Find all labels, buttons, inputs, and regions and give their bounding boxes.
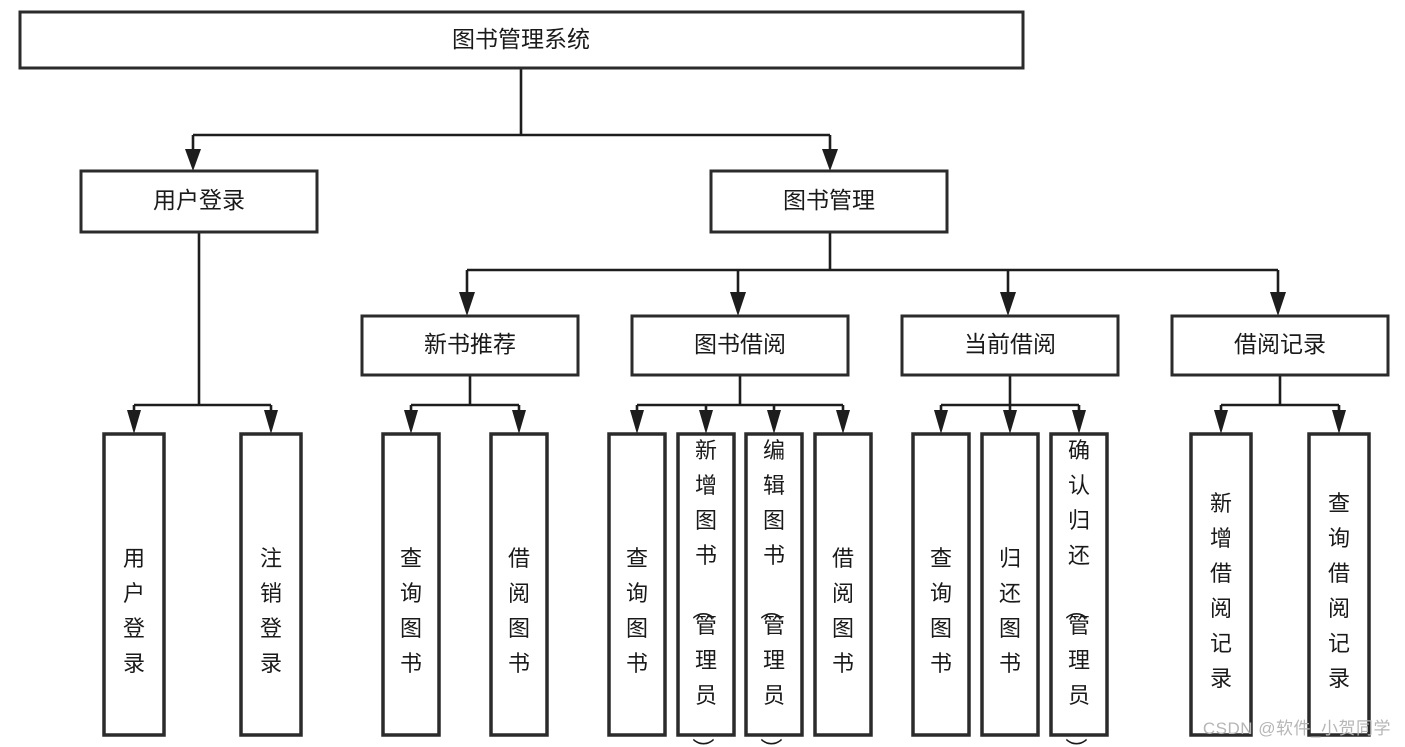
- node-current-borrow-box[interactable]: [900, 314, 1120, 377]
- node-leaf-query-book-3-label: 查询图书: [930, 546, 952, 676]
- node-leaf-query-book-1[interactable]: 查询图书: [381, 432, 441, 737]
- node-new-book-recommend-label: 新书推荐: [424, 331, 516, 357]
- node-leaf-query-book-2-label: 查询图书: [626, 546, 648, 676]
- arrow-leaf-edit-book: [767, 410, 781, 434]
- node-leaf-query-record-label: 查询借阅记录: [1328, 491, 1350, 691]
- node-new-book-recommend-box[interactable]: [360, 314, 580, 377]
- node-leaf-edit-book[interactable]: 编辑图书（管理员）: [744, 432, 804, 747]
- node-root-label: 图书管理系统: [452, 26, 590, 52]
- node-leaf-add-book-label: 新增图书（管理员）: [690, 438, 717, 747]
- node-leaf-query-book-3-box[interactable]: [911, 432, 971, 737]
- node-leaf-query-book-2-box[interactable]: [607, 432, 667, 737]
- node-user-login-label: 用户登录: [153, 187, 245, 213]
- node-book-borrow-box[interactable]: [630, 314, 850, 377]
- arrow-leaf-user-login: [127, 410, 141, 434]
- node-current-borrow-label: 当前借阅: [964, 331, 1056, 357]
- node-leaf-confirm-return-label: 确认归还（管理员）: [1063, 438, 1090, 747]
- node-leaf-query-book-1-box[interactable]: [381, 432, 441, 737]
- node-leaf-borrow-book-2-box[interactable]: [813, 432, 873, 737]
- node-leaf-query-book-3[interactable]: 查询图书: [911, 432, 971, 737]
- node-leaf-add-book-box[interactable]: [676, 432, 736, 737]
- node-leaf-return-book[interactable]: 归还图书: [980, 432, 1040, 737]
- edge-layer: [127, 68, 1346, 434]
- node-book-manage-box[interactable]: [709, 169, 949, 234]
- node-leaf-add-book[interactable]: 新增图书（管理员）: [676, 432, 736, 747]
- arrow-book-borrow: [730, 292, 746, 316]
- node-leaf-logout-login-label: 注销登录: [260, 546, 282, 676]
- node-leaf-return-book-label: 归还图书: [999, 546, 1021, 676]
- node-leaf-add-record[interactable]: 新增借阅记录: [1189, 432, 1253, 737]
- node-root-box[interactable]: [18, 10, 1025, 70]
- node-current-borrow[interactable]: 当前借阅: [900, 314, 1120, 377]
- arrow-leaf-add-book: [699, 410, 713, 434]
- arrow-leaf-confirm-return: [1072, 410, 1086, 434]
- node-leaf-add-record-label: 新增借阅记录: [1210, 491, 1232, 691]
- node-book-borrow-label: 图书借阅: [694, 331, 786, 357]
- node-book-manage[interactable]: 图书管理: [709, 169, 949, 234]
- arrow-current-borrow: [1000, 292, 1016, 316]
- node-leaf-edit-book-label: 编辑图书（管理员）: [758, 438, 785, 747]
- node-leaf-query-record[interactable]: 查询借阅记录: [1307, 432, 1371, 737]
- node-leaf-borrow-book-2[interactable]: 借阅图书: [813, 432, 873, 737]
- arrow-leaf-query-book-1: [404, 410, 418, 434]
- arrow-leaf-query-book-2: [630, 410, 644, 434]
- node-leaf-add-record-box[interactable]: [1189, 432, 1253, 737]
- arrow-leaf-logout-login: [264, 410, 278, 434]
- node-leaf-borrow-book-1-label: 借阅图书: [508, 546, 530, 676]
- arrow-leaf-add-record: [1214, 410, 1228, 434]
- node-book-manage-label: 图书管理: [783, 187, 875, 213]
- arrow-leaf-borrow-book-1: [512, 410, 526, 434]
- node-leaf-user-login-box[interactable]: [102, 432, 166, 737]
- arrow-leaf-return-book: [1003, 410, 1017, 434]
- node-leaf-edit-book-box[interactable]: [744, 432, 804, 737]
- arrow-borrow-record: [1270, 292, 1286, 316]
- node-new-book-recommend[interactable]: 新书推荐: [360, 314, 580, 377]
- node-leaf-user-login[interactable]: 用户登录: [102, 432, 166, 737]
- arrow-user-login: [185, 149, 201, 171]
- node-book-borrow[interactable]: 图书借阅: [630, 314, 850, 377]
- node-leaf-confirm-return-box[interactable]: [1049, 432, 1109, 737]
- arrow-book-manage: [822, 149, 838, 171]
- arrow-leaf-query-record: [1332, 410, 1346, 434]
- node-user-login[interactable]: 用户登录: [79, 169, 319, 234]
- node-leaf-query-book-1-label: 查询图书: [400, 546, 422, 676]
- node-leaf-user-login-label: 用户登录: [123, 546, 145, 676]
- node-user-login-box[interactable]: [79, 169, 319, 234]
- node-leaf-borrow-book-1-box[interactable]: [489, 432, 549, 737]
- node-leaf-logout-login-box[interactable]: [239, 432, 303, 737]
- node-borrow-record[interactable]: 借阅记录: [1170, 314, 1390, 377]
- node-leaf-query-book-2[interactable]: 查询图书: [607, 432, 667, 737]
- node-leaf-logout-login[interactable]: 注销登录: [239, 432, 303, 737]
- arrow-new-book-recommend: [459, 292, 475, 316]
- node-leaf-confirm-return[interactable]: 确认归还（管理员）: [1049, 432, 1109, 747]
- node-leaf-borrow-book-1[interactable]: 借阅图书: [489, 432, 549, 737]
- arrow-leaf-query-book-3: [934, 410, 948, 434]
- node-borrow-record-box[interactable]: [1170, 314, 1390, 377]
- arrow-leaf-borrow-book-2: [836, 410, 850, 434]
- node-root[interactable]: 图书管理系统: [18, 10, 1025, 70]
- node-leaf-query-record-box[interactable]: [1307, 432, 1371, 737]
- node-leaf-return-book-box[interactable]: [980, 432, 1040, 737]
- node-borrow-record-label: 借阅记录: [1234, 331, 1326, 357]
- node-leaf-borrow-book-2-label: 借阅图书: [832, 546, 854, 676]
